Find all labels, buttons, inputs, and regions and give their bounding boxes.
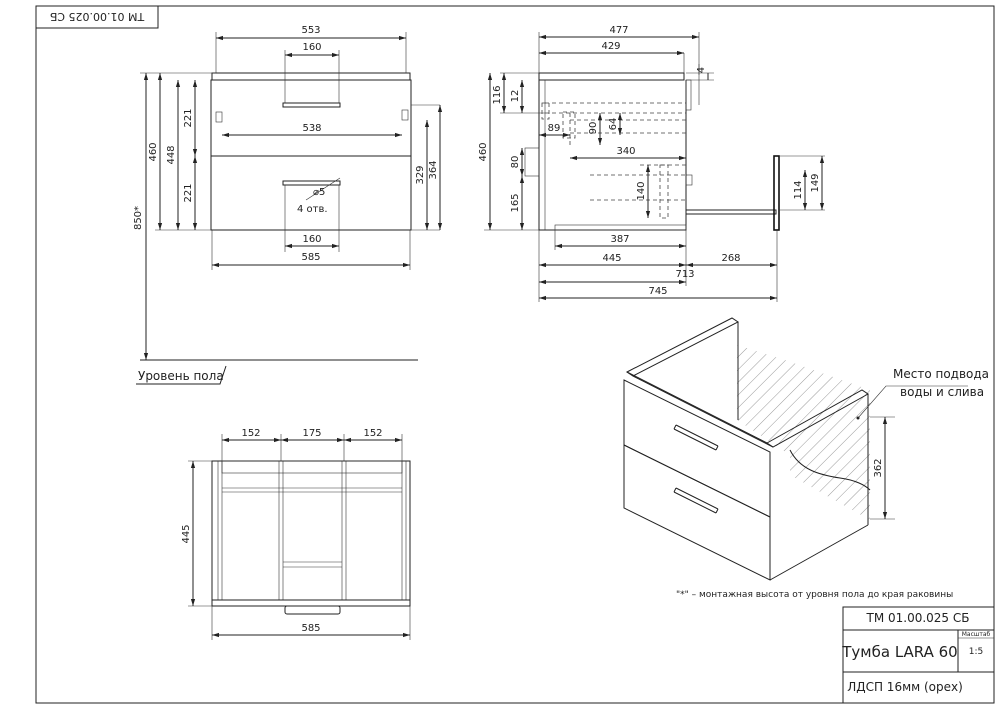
front-body [210,79,412,231]
dim-140: 140 [636,181,647,200]
dim-4: 4 [696,67,707,73]
dim-329: 329 [415,165,426,184]
side-view: 477 429 4 116 12 460 89 90 64 340 80 165… [478,25,825,302]
iso-view: Место подвода воды и слива 362 [623,317,989,581]
dim-850: 850* [133,206,144,230]
dim-387: 387 [610,234,629,245]
dim-460-front: 460 [148,142,159,161]
dim-221-a: 221 [183,108,194,127]
dim-149: 149 [810,173,821,192]
iso-handle-top [673,424,719,451]
dim-160-bottom: 160 [302,234,321,245]
sheet-frame [35,5,995,704]
dim-152-right: 152 [363,428,382,439]
dim-152-left: 152 [241,428,260,439]
dim-114: 114 [793,180,804,199]
stamp-top-text: ТМ 01.00.025 СБ [50,10,145,23]
dim-445-side: 445 [602,253,621,264]
side-top [538,72,685,81]
dim-477: 477 [609,25,628,36]
title-material: ЛДСП 16мм (орех) [847,680,963,694]
front-top-panel [211,72,411,81]
dim-364: 364 [428,160,439,179]
dim-12: 12 [510,90,521,103]
dim-89: 89 [548,123,561,134]
dim-221-b: 221 [183,183,194,202]
floor-label: Уровень пола [138,369,224,383]
dim-80: 80 [510,156,521,169]
scale-label: Масштаб [962,631,991,638]
footnote: "*" – монтажная высота от уровня пола до… [676,590,953,600]
title-code: ТМ 01.00.025 СБ [866,611,970,625]
holes-diameter: ⌀5 [313,187,325,198]
dim-585-front: 585 [301,252,320,263]
iso-top-panel [626,317,739,377]
dim-90: 90 [588,122,599,135]
dim-460-side: 460 [478,142,489,161]
front-handle-top [282,102,341,108]
title-block: ТМ 01.00.025 СБ Тумба LARA 60 Масштаб 1:… [841,606,995,704]
dim-268: 268 [721,253,740,264]
scale-value: 1:5 [969,647,983,657]
front-handle-bottom [282,180,341,186]
iso-callout-line2: воды и слива [900,385,984,399]
front-view: 553 160 538 160 585 221 221 448 460 850*… [133,25,443,385]
dim-429: 429 [601,41,620,52]
iso-hatched-back [737,345,870,520]
dim-553: 553 [301,25,320,36]
iso-drawer-bottom [623,444,771,581]
dim-585-top: 585 [301,623,320,634]
dim-116: 116 [492,85,503,104]
dim-165: 165 [510,193,521,212]
top-view: 152 175 152 445 585 [181,428,411,640]
dim-745: 745 [648,286,667,297]
dim-340: 340 [616,146,635,157]
top-body [211,460,411,607]
dim-713: 713 [675,269,694,280]
top-handle [284,605,341,615]
dim-538: 538 [302,123,321,134]
holes-count: 4 отв. [297,204,328,215]
dim-175: 175 [302,428,321,439]
dim-160-top: 160 [302,42,321,53]
dim-64: 64 [608,118,619,131]
iso-callout-line1: Место подвода [893,367,989,381]
title-name: Тумба LARA 60 [841,643,957,661]
dim-448: 448 [166,145,177,164]
iso-handle-bottom [673,487,719,514]
dim-445-top: 445 [181,524,192,543]
dim-362: 362 [873,458,884,477]
stamp-top: ТМ 01.00.025 СБ [35,5,159,29]
